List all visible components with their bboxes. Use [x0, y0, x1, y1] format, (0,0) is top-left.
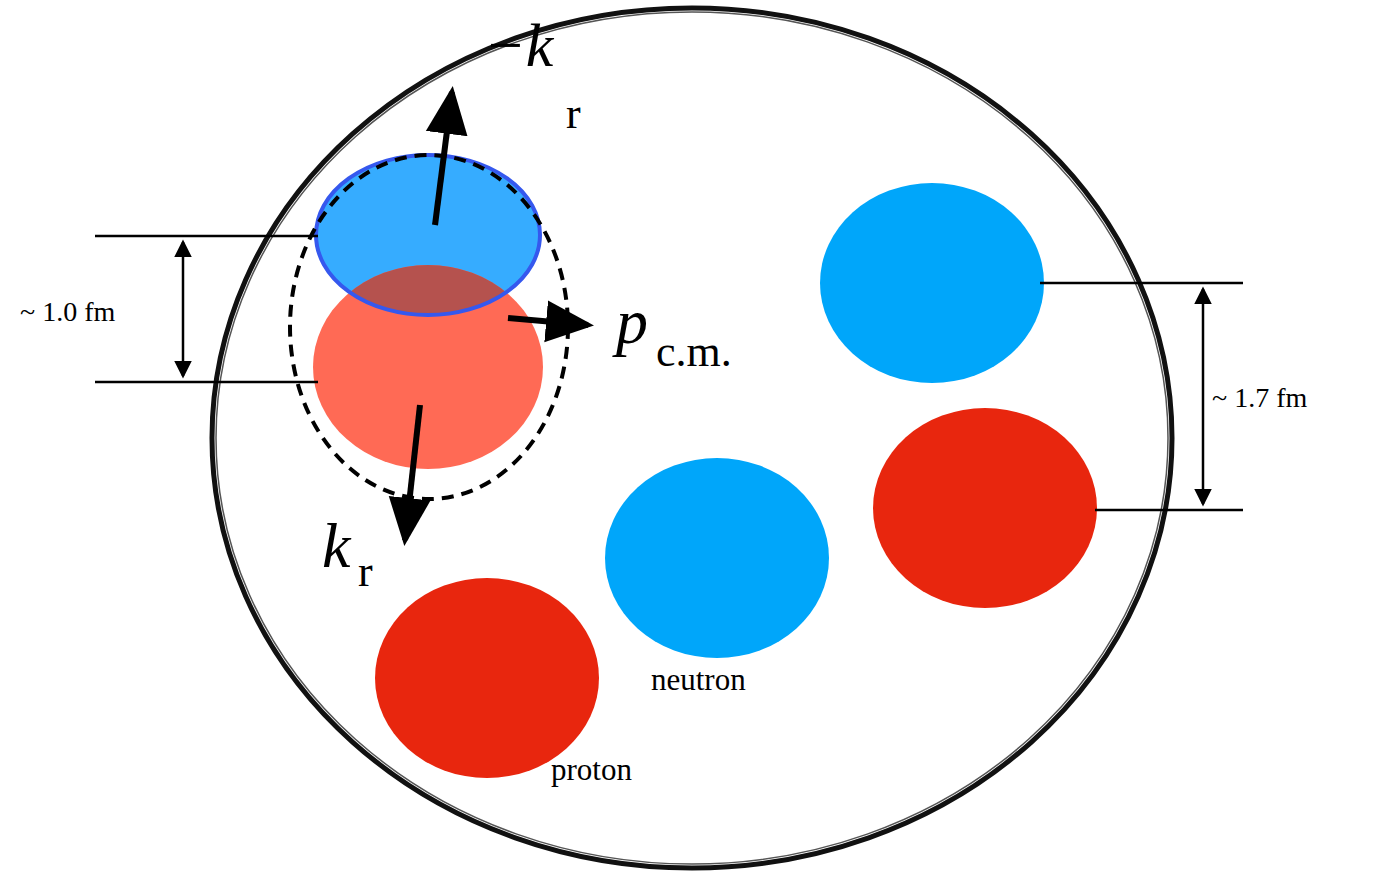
neutron-ellipse: [820, 183, 1044, 383]
neutron-node: neutron: [605, 458, 845, 703]
dimension-arrow: [182, 242, 185, 376]
nucleus-sketch-line: [216, 12, 1168, 864]
dimension-line: [1095, 509, 1243, 512]
neutron-outline: [316, 155, 540, 315]
nucleon-ellipse: [375, 578, 599, 778]
overlap-region: [313, 265, 543, 469]
momentum-arrow: [435, 92, 452, 225]
nucleon-label: proton: [551, 754, 632, 785]
dimension-line: [95, 381, 318, 384]
dimension-line: [1040, 282, 1243, 285]
dimension-label: ~ 1.0 fm: [20, 298, 115, 326]
subscript: r: [566, 92, 581, 136]
proton-ellipse: [873, 408, 1097, 608]
nucleus-outline: [212, 8, 1172, 868]
proton-node: proton: [375, 578, 675, 798]
subscript: c.m.: [656, 330, 732, 374]
dimension-label: ~ 1.7 fm: [1212, 384, 1307, 412]
dimension-arrow: [1202, 289, 1205, 504]
momentum-arrow: [405, 405, 420, 540]
subscript: r: [358, 550, 373, 594]
nucleon-ellipse: [605, 458, 829, 658]
momentum-symbol: −k: [484, 14, 553, 76]
nucleon-label: neutron: [651, 664, 746, 695]
proton-ellipse: [313, 265, 543, 469]
dimension-line: [95, 235, 318, 238]
momentum-arrow: [508, 318, 588, 325]
momentum-symbol: p: [616, 290, 648, 354]
pair-dashed-outline: [290, 155, 568, 499]
momentum-symbol: k: [322, 514, 350, 578]
